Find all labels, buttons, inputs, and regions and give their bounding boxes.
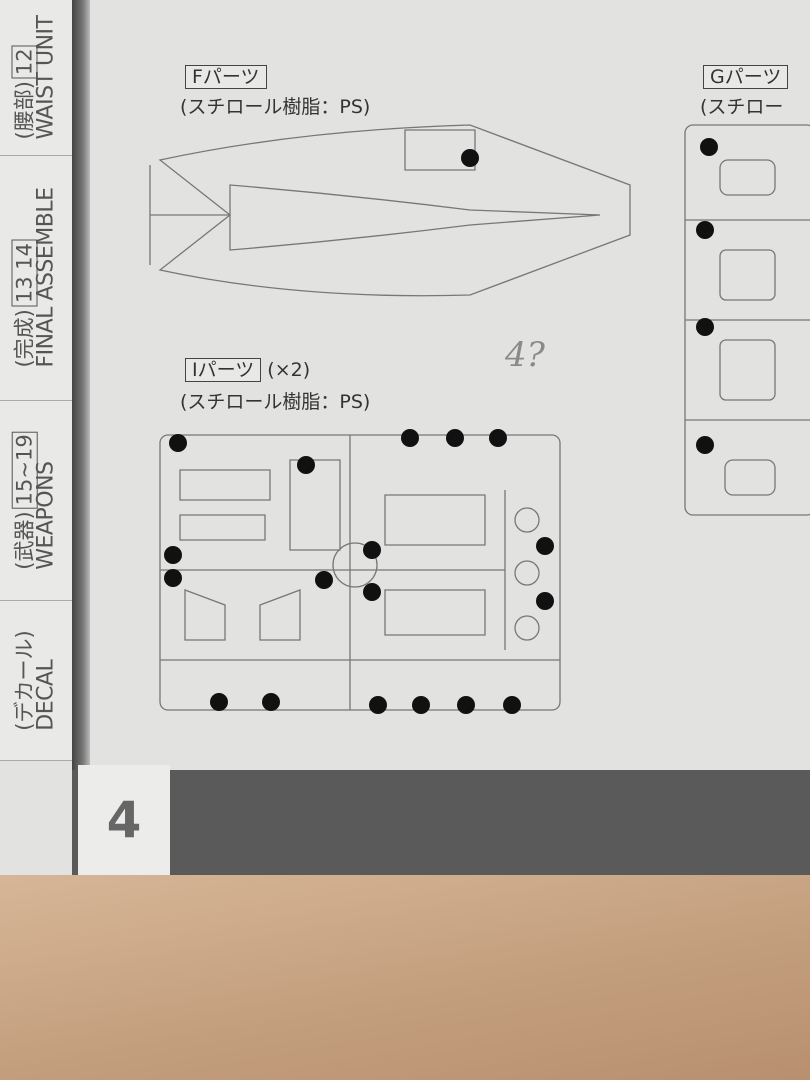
g-sprue [684,124,810,516]
f-sprue [149,124,631,297]
f-parts-label: Fパーツ [185,62,267,89]
f-parts-material: (スチロール樹脂：PS) [180,96,371,118]
part-number-markers [164,138,718,714]
i-parts-material: (スチロール樹脂：PS) [180,391,371,413]
footer-band [72,770,810,885]
handwritten-note: 4? [505,335,545,375]
sprue-drawings [149,124,810,714]
binding-shadow [72,0,90,770]
g-parts-label: Gパーツ [703,62,789,89]
tab-decal[interactable]: (デカール)DECAL [0,600,72,761]
page-number: 4 [78,765,170,875]
wooden-floor [0,875,810,1080]
i-parts-label: Iパーツ (×2) [185,355,310,382]
g-parts-material: (スチロー [700,96,784,118]
i-sprue [159,434,561,711]
